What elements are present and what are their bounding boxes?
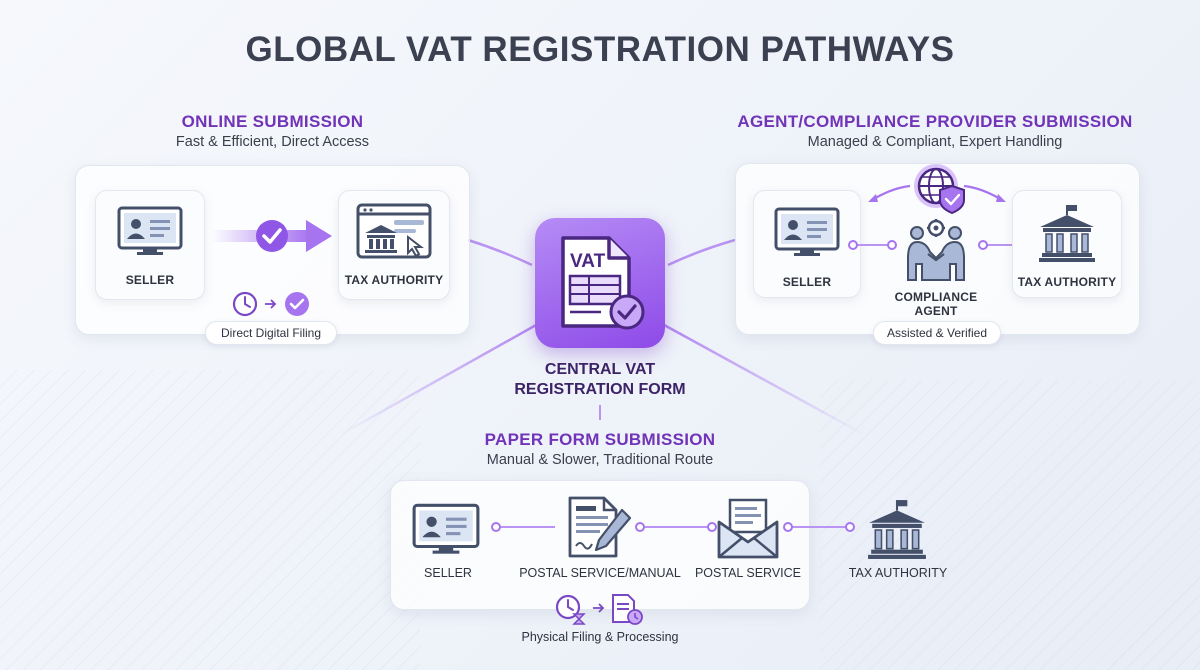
agent-seller-label: SELLER (782, 275, 832, 289)
compliance-agent-icon (907, 219, 965, 281)
compliance-agent-label: COMPLIANCE AGENT (878, 290, 994, 318)
envelope-icon (717, 498, 779, 559)
compliance-agent-label-line2: AGENT (914, 304, 958, 318)
connector-online (467, 238, 533, 267)
svg-text:VAT: VAT (570, 251, 606, 272)
online-seller-card: SELLER (95, 190, 205, 300)
online-authority-label: TAX AUTHORITY (344, 273, 444, 287)
paper-title: PAPER FORM SUBMISSION (484, 430, 716, 449)
online-title: ONLINE SUBMISSION (181, 112, 364, 131)
agent-title: AGENT/COMPLIANCE PROVIDER SUBMISSION (737, 112, 1133, 131)
computer-icon (412, 503, 480, 554)
connector-right-fade (654, 318, 866, 437)
online-seller-label: SELLER (125, 273, 175, 287)
tax-authority-icon (868, 500, 926, 559)
paper-connector-dots (491, 522, 855, 532)
background-stripes (0, 370, 420, 670)
paper-footer: Physical Filing & Processing (521, 630, 679, 644)
agent-seller-card: SELLER (753, 190, 861, 298)
hourglass-to-document-icon (555, 594, 643, 625)
agent-authority-card: TAX AUTHORITY (1012, 190, 1122, 298)
paper-authority-label: TAX AUTHORITY (848, 566, 948, 580)
compliance-agent-label-line1: COMPLIANCE (894, 290, 978, 304)
agent-authority-label: TAX AUTHORITY (1017, 275, 1117, 289)
central-form-label-line1: CENTRAL VAT (544, 361, 656, 378)
computer-icon (774, 207, 840, 256)
paper-seller-label: SELLER (424, 566, 472, 580)
online-subtitle: Fast & Efficient, Direct Access (175, 134, 370, 150)
tax-authority-icon (1039, 205, 1095, 262)
vat-form-icon: VAT (561, 236, 645, 330)
connector-agent (667, 238, 736, 267)
check-circle-icon (256, 220, 288, 252)
central-form-tile: VAT (535, 218, 665, 348)
online-authority-card: TAX AUTHORITY (338, 190, 450, 300)
postal-manual-label: POSTAL SERVICE/MANUAL (519, 566, 681, 580)
agent-pill: Assisted & Verified (873, 321, 1001, 345)
clock-to-check-icon (232, 291, 309, 317)
page-title: GLOBAL VAT REGISTRATION PATHWAYS (245, 30, 955, 69)
postal-service-label: POSTAL SERVICE (694, 566, 802, 580)
online-pill: Direct Digital Filing (205, 321, 337, 345)
paper-subtitle: Manual & Slower, Traditional Route (486, 452, 714, 468)
computer-icon (117, 206, 183, 255)
connector-left-fade (339, 318, 546, 437)
globe-shield-icon (868, 164, 1006, 215)
central-form-label: CENTRAL VAT REGISTRATION FORM (480, 360, 720, 400)
browser-authority-icon (356, 203, 432, 259)
central-form-label-line2: REGISTRATION FORM (514, 381, 686, 398)
paper-form-pen-icon (568, 496, 632, 558)
agent-subtitle: Managed & Compliant, Expert Handling (807, 134, 1063, 150)
